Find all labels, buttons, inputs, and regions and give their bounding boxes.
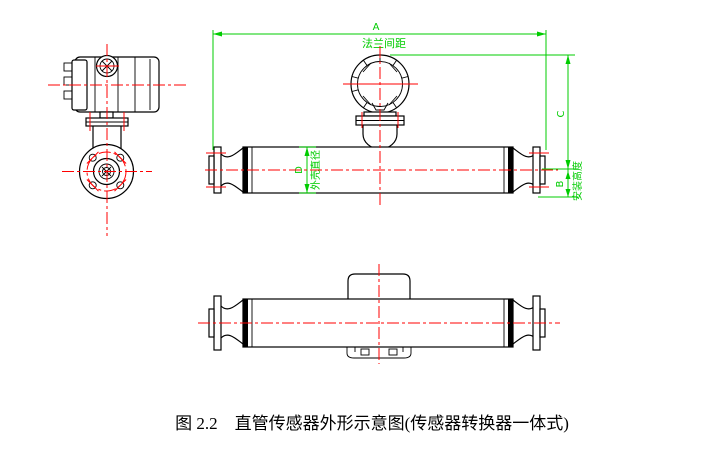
dim-c-letter: C bbox=[556, 110, 567, 117]
top-view bbox=[208, 273, 546, 359]
front-view bbox=[63, 54, 160, 200]
dim-b-letter: B bbox=[555, 180, 566, 187]
figure-caption: 图 2.2 直管传感器外形示意图(传感器转换器一体式) bbox=[175, 414, 569, 433]
install-height-label: 安装高度 bbox=[571, 161, 584, 201]
dim-a-label: 法兰间距 bbox=[362, 36, 406, 50]
side-view bbox=[208, 54, 546, 194]
centerlines bbox=[48, 44, 560, 364]
dim-a-letter: A bbox=[373, 22, 380, 33]
